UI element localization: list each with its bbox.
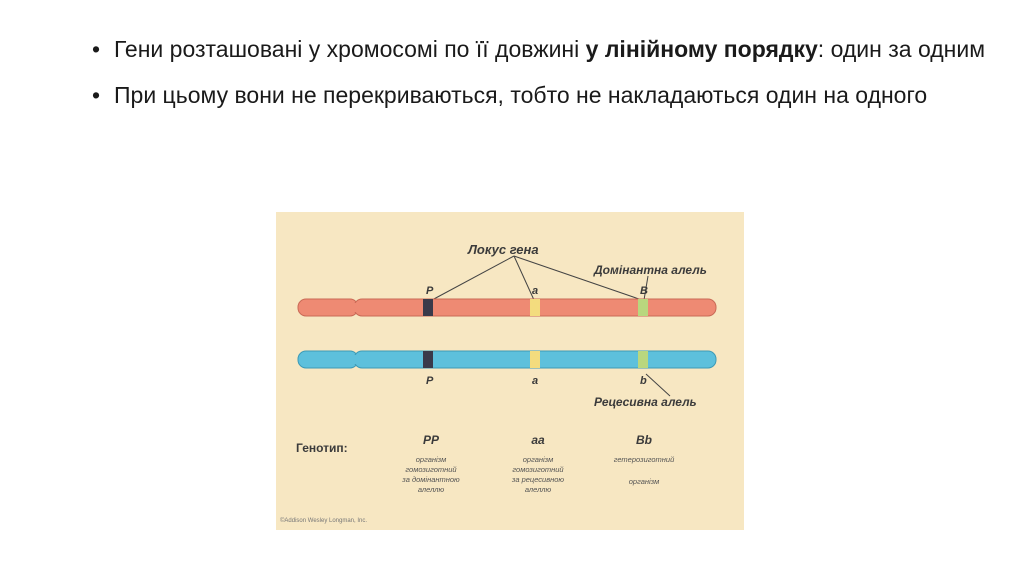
genotype-desc-line: за домінантною xyxy=(401,475,460,484)
top-band-a xyxy=(530,299,540,316)
locus-label: Локус гена xyxy=(467,242,539,257)
top-allele-b: B xyxy=(640,285,648,297)
recessive-allele-label: Рецесивна алель xyxy=(594,395,697,409)
figure-credit: ©Addison Wesley Longman, Inc. xyxy=(280,517,367,524)
top-band-p xyxy=(423,299,433,316)
top-allele-a: a xyxy=(532,285,538,297)
bottom-band-a xyxy=(530,351,540,368)
bullet-text-1-end: : один за одним xyxy=(817,36,986,62)
figure-background xyxy=(276,212,744,530)
chromosome-figure: Локус гена Домінантна алель P a B P a b … xyxy=(276,212,744,530)
locus-line-a xyxy=(513,255,535,301)
bottom-allele-b: b xyxy=(640,375,647,387)
top-allele-p: P xyxy=(426,285,434,297)
genotype-desc-line: організм xyxy=(416,455,446,464)
bullet-text-2: При цьому вони не перекриваються, тобто … xyxy=(114,82,928,108)
genotype-desc-line: гетерозиготний xyxy=(614,455,675,464)
bullet-item-1: • Гени розташовані у хромосомі по її дов… xyxy=(88,34,988,64)
bullet-item-2: • При цьому вони не перекриваються, тобт… xyxy=(88,80,988,110)
genotype-desc-line: алеллю xyxy=(418,485,445,494)
top-band-b xyxy=(638,299,648,316)
dominant-allele-label: Домінантна алель xyxy=(593,263,707,277)
pointer-lines xyxy=(431,255,671,397)
locus-line-p xyxy=(431,255,515,301)
genotype-desc-line: алеллю xyxy=(525,485,552,494)
chromosome-diagram: Локус гена Домінантна алель P a B P a b … xyxy=(276,212,744,530)
bottom-allele-a: a xyxy=(532,375,538,387)
genotype-pp: PP організм гомозиготний за домінантною … xyxy=(401,433,460,494)
genotype-code-pp: PP xyxy=(423,433,440,447)
genotype-desc-line: за рецесивною xyxy=(511,475,565,484)
genotype-desc-line: гомозиготний xyxy=(405,465,457,474)
genotype-aa: aa організм гомозиготний за рецесивною а… xyxy=(511,433,565,494)
genotype-bb: Bb гетерозиготний організм xyxy=(614,433,675,486)
top-chromosome xyxy=(297,298,717,317)
genotype-label: Генотип: xyxy=(296,441,348,455)
genotype-desc-line: організм xyxy=(629,477,659,486)
bullet-dot-icon: • xyxy=(92,36,101,62)
bullet-list: • Гени розташовані у хромосомі по її дов… xyxy=(88,34,988,126)
genotype-code-bb: Bb xyxy=(636,433,652,447)
genotype-code-aa: aa xyxy=(531,433,545,447)
bullet-text-1-start: Гени розташовані у хромосомі по її довжи… xyxy=(114,36,586,62)
recessive-line xyxy=(645,373,671,397)
bottom-allele-p: P xyxy=(426,375,434,387)
genotype-desc-line: організм xyxy=(523,455,553,464)
genotype-desc-line: гомозиготний xyxy=(512,465,564,474)
locus-line-b xyxy=(513,255,643,301)
bullet-dot-icon: • xyxy=(92,82,101,108)
bottom-chromosome xyxy=(297,350,717,369)
bottom-band-p xyxy=(423,351,433,368)
dominant-line xyxy=(643,275,649,301)
bottom-band-b xyxy=(638,351,648,368)
bullet-text-1-bold: у лінійному порядку xyxy=(585,36,818,62)
